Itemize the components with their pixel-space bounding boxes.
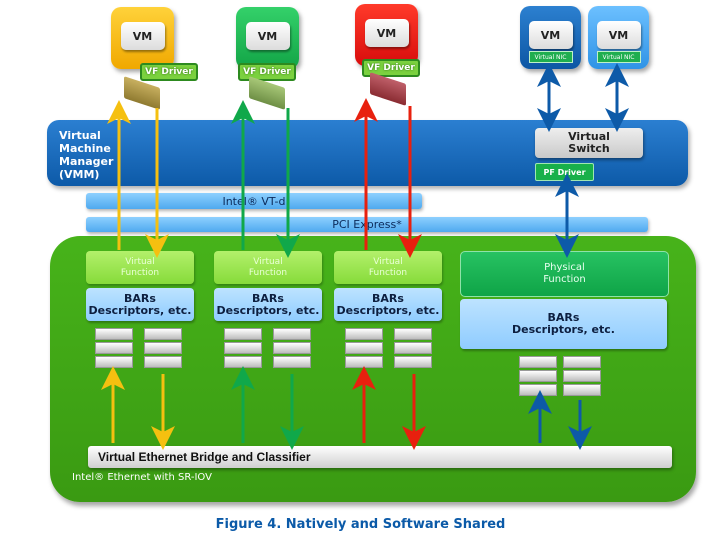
vf-line: Function	[248, 267, 288, 278]
pf-driver: PF Driver	[535, 163, 594, 181]
bars-line: BARs	[372, 291, 404, 305]
virtual-nic-5: Virtual NIC	[596, 51, 641, 63]
vmm-label-line: Manager	[59, 155, 114, 168]
queue-1a	[95, 328, 133, 370]
vf-driver-2: VF Driver	[238, 63, 296, 81]
vmm-label-line: Machine	[59, 142, 111, 155]
vm-1-label: VM	[120, 22, 165, 50]
vmm-label-line: Virtual	[59, 129, 101, 142]
queue-3b	[394, 328, 432, 370]
queue-pf-a	[519, 356, 557, 398]
vmm-label-line: (VMM)	[59, 168, 100, 181]
bars-line: BARs	[124, 291, 156, 305]
board-label: Intel® Ethernet with SR-IOV	[72, 472, 212, 483]
vm-2-label: VM	[245, 22, 290, 50]
pci-express-bar: PCI Express*	[86, 217, 648, 232]
vm-4: VM Virtual NIC	[520, 6, 581, 69]
virtual-ethernet-bridge: Virtual Ethernet Bridge and Classifier	[88, 446, 672, 468]
vf-line: Function	[120, 267, 160, 278]
vf-driver-1: VF Driver	[140, 63, 198, 81]
queue-1b	[144, 328, 182, 370]
figure-caption: Figure 4. Natively and Software Shared	[215, 517, 506, 532]
vm-5: VM Virtual NIC	[588, 6, 649, 69]
nic-card-icon-3	[370, 72, 406, 106]
vf-driver-3: VF Driver	[362, 59, 420, 77]
nic-card-icon-1	[124, 76, 160, 110]
vm-3-label: VM	[364, 19, 409, 47]
pf-line: Physical	[544, 262, 585, 273]
vt-d-bar: Intel® VT-d	[86, 193, 422, 209]
queue-2a	[224, 328, 262, 370]
bars-line: Descriptors, etc.	[88, 303, 192, 317]
pf-line: Function	[543, 274, 586, 285]
vm-3: VM	[355, 4, 418, 66]
vf-line: Virtual	[373, 256, 403, 267]
queue-3a	[345, 328, 383, 370]
vm-4-label: VM	[528, 21, 573, 49]
vm-2: VM	[236, 7, 299, 69]
nic-card-icon-2	[249, 76, 285, 110]
virtual-nic-4: Virtual NIC	[528, 51, 573, 63]
vm-1: VM	[111, 7, 174, 69]
vmm-label: Virtual Machine Manager (VMM)	[59, 129, 113, 181]
bars-line: Descriptors, etc.	[216, 303, 320, 317]
vf-line: Function	[368, 267, 408, 278]
vf-line: Virtual	[253, 256, 283, 267]
bars-line: Descriptors, etc.	[336, 303, 440, 317]
bars-line: BARs	[547, 311, 580, 324]
vm-5-label: VM	[596, 21, 641, 49]
vf-line: Virtual	[125, 256, 155, 267]
virtual-switch-label: Virtual Switch	[568, 130, 610, 155]
queue-2b	[273, 328, 311, 370]
virtual-switch: Virtual Switch	[535, 128, 643, 158]
bars-line: BARs	[252, 291, 284, 305]
queue-pf-b	[563, 356, 601, 398]
bars-line: Descriptors, etc.	[512, 323, 615, 336]
